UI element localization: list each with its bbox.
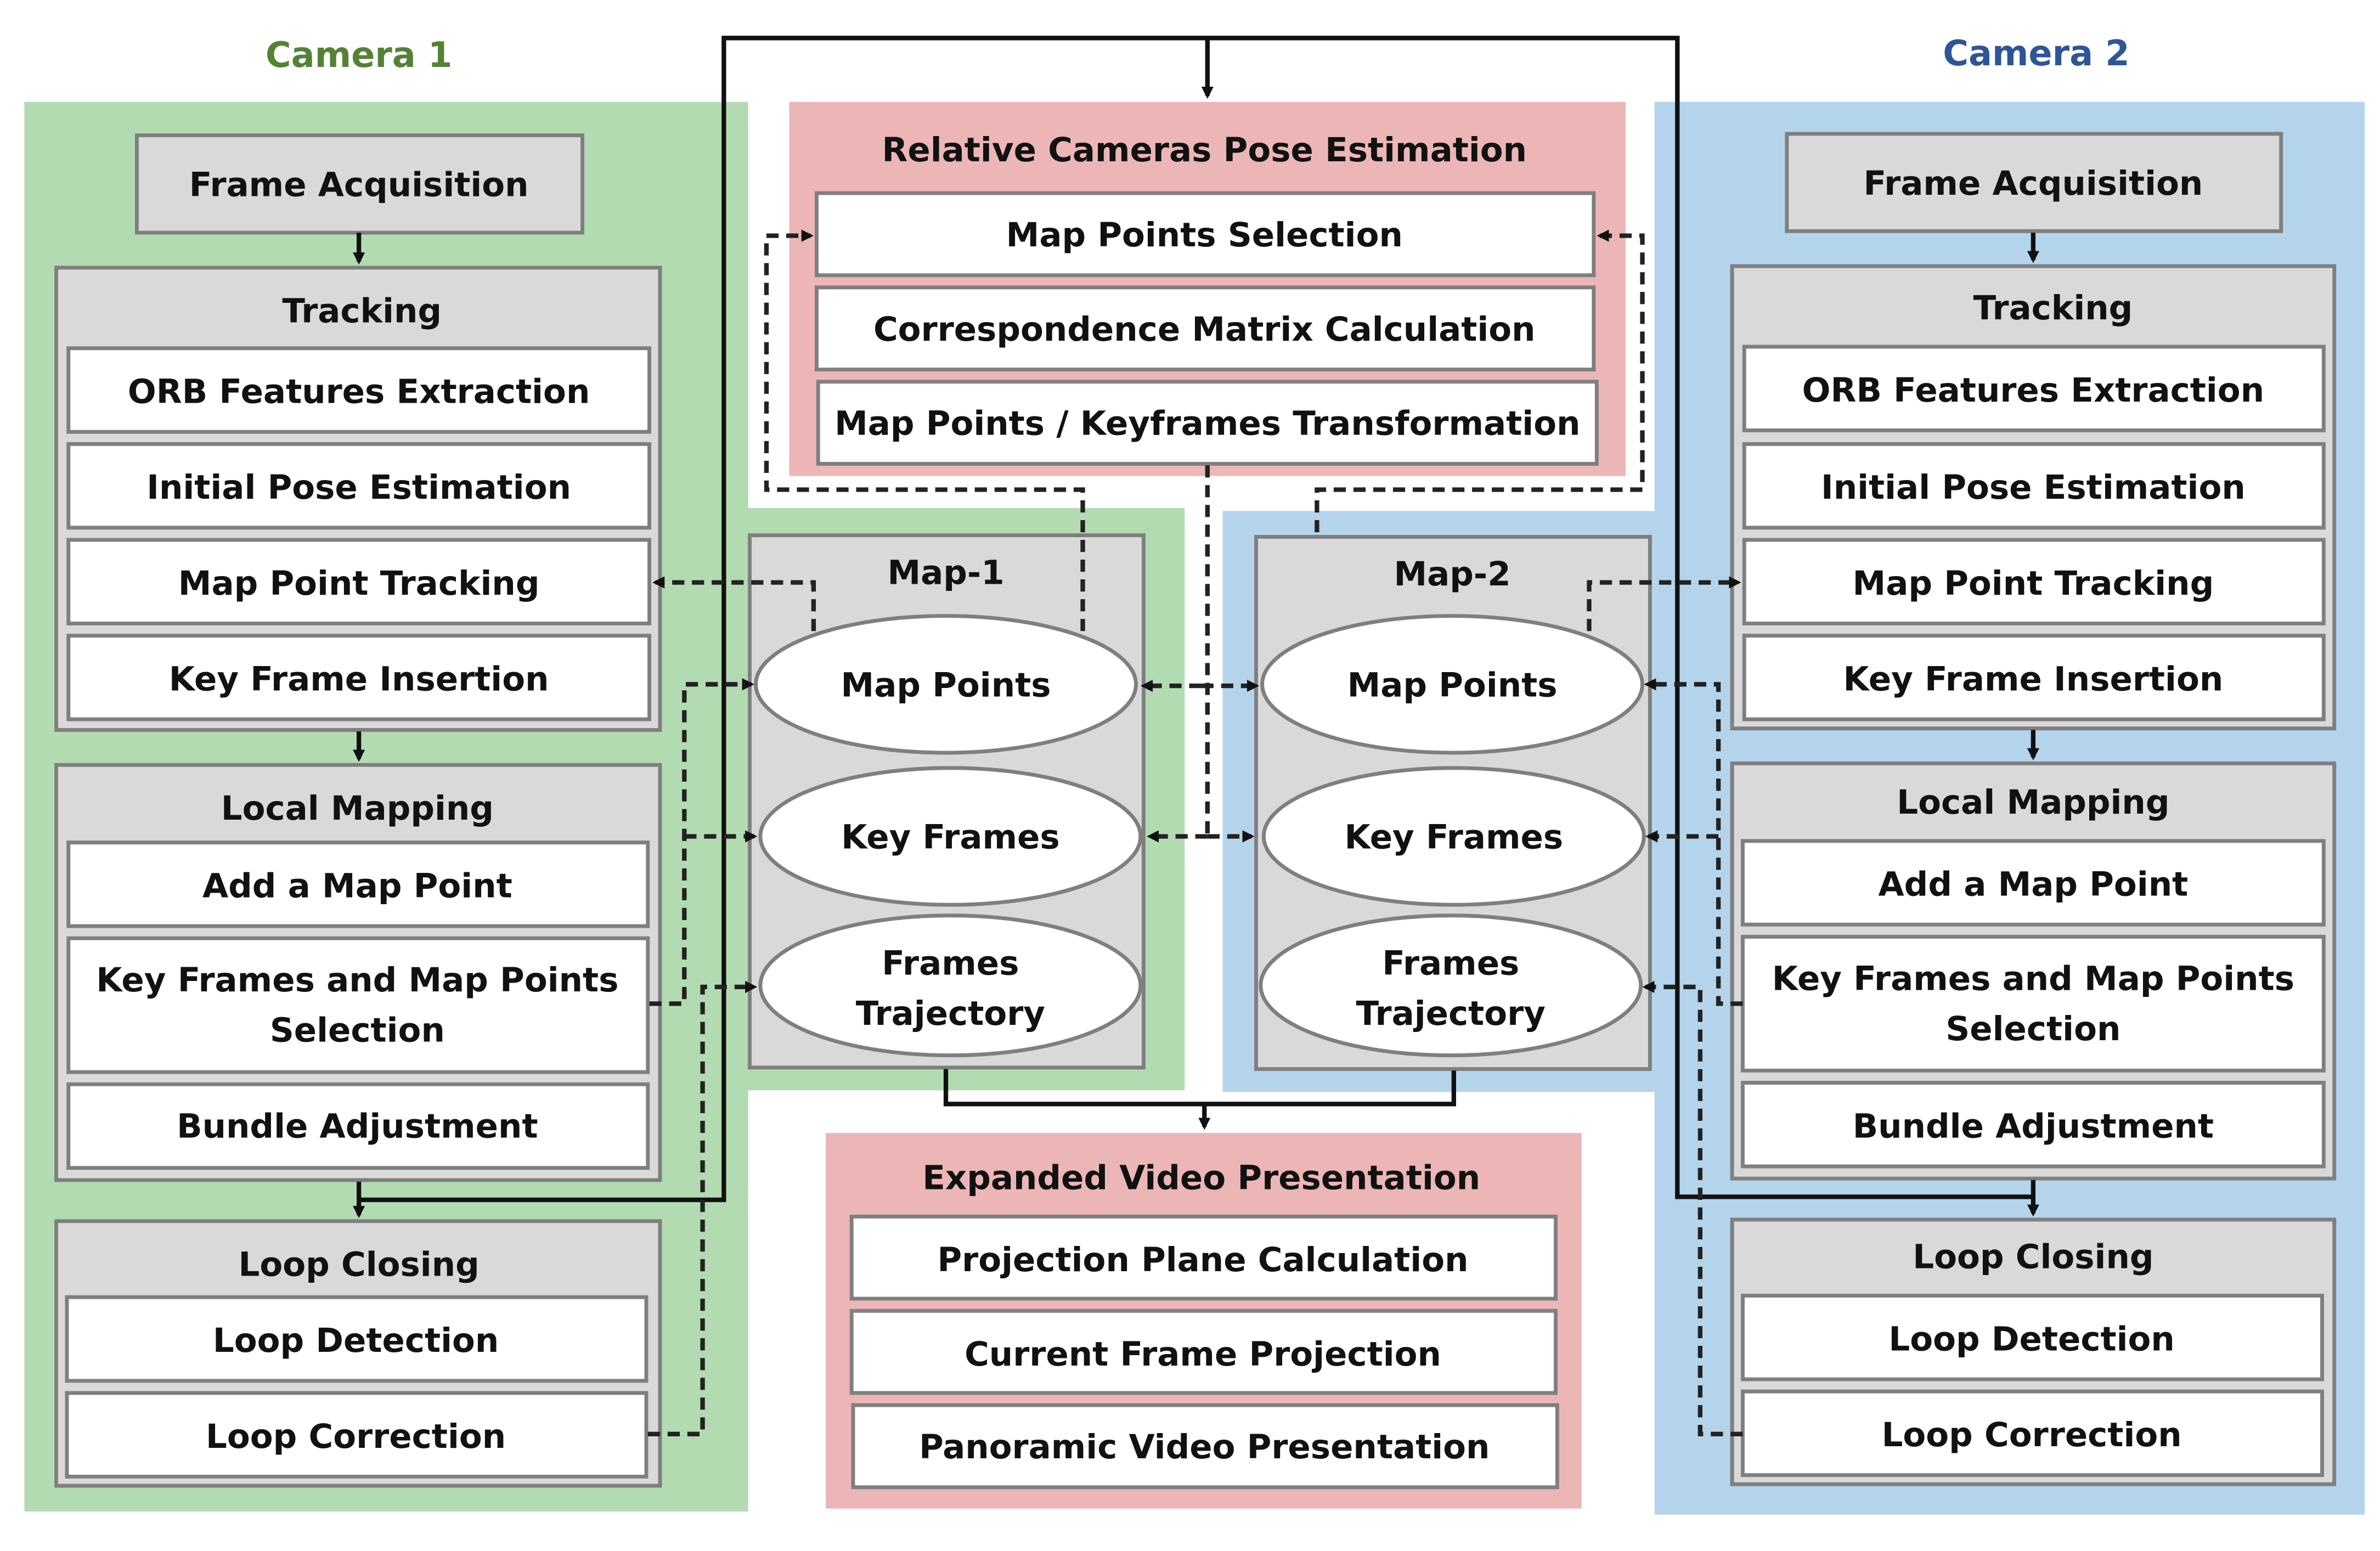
transformation-label: Map Points / Keyframes Transformation — [834, 404, 1580, 443]
camera1-frame-acquisition-box — [134, 133, 585, 235]
camera2-orb-label: ORB Features Extraction — [1802, 371, 2264, 410]
camera2-tracking-title: Tracking — [1973, 289, 2133, 328]
map2-map-points-node — [1260, 614, 1645, 755]
camera1-bundle-adjustment-box — [66, 1082, 650, 1170]
camera1-kf-mp-selection-box — [66, 936, 650, 1074]
loop-closing-to-pose-estimation-line — [359, 36, 2033, 1203]
maps-to-video-arrow — [943, 1069, 1456, 1127]
camera1-title: Camera 1 — [266, 35, 452, 76]
map2-map-points-label: Map Points — [1347, 665, 1558, 704]
panoramic-video-label: Panoramic Video Presentation — [919, 1428, 1490, 1467]
camera2-kf-mp-selection-box — [1741, 934, 2326, 1073]
map1-to-map-points-selection-arrow — [764, 229, 1085, 631]
transformation-to-keyframes-arrow — [1149, 465, 1210, 836]
pose-estimation-title: Relative Cameras Pose Estimation — [882, 131, 1527, 170]
map2-key-frames-label: Key Frames — [1345, 818, 1564, 857]
camera1-initial-pose-label: Initial Pose Estimation — [146, 468, 571, 507]
camera1-orb-box — [66, 346, 652, 434]
map1-trajectory-label: Trajectory — [856, 994, 1045, 1033]
current-frame-projection-box — [849, 1309, 1558, 1395]
map2-key-frames-node — [1261, 766, 1646, 907]
camera2-orb-box — [1742, 345, 2326, 432]
camera1-loop-detection-box — [65, 1295, 648, 1383]
camera1-loop-correction-box — [65, 1391, 648, 1479]
map2-frames-trajectory-node — [1259, 913, 1643, 1058]
camera2-frame-acquisition-box — [1785, 132, 2283, 233]
camera2-kf-mp-selection-line1: Key Frames and Map Points — [1772, 959, 2294, 998]
camera2-loop-detection-box — [1741, 1294, 2325, 1381]
camera2-frame-acquisition-label: Frame Acquisition — [1863, 164, 2203, 203]
projection-plane-box — [849, 1214, 1558, 1301]
camera2-loop-to-trajectory-arrow — [1642, 980, 1743, 1436]
map1-frames-label: Frames — [882, 944, 1019, 983]
camera1-add-map-point-label: Add a Map Point — [202, 866, 512, 905]
camera2-title: Camera 2 — [1943, 33, 2129, 74]
camera2-add-map-point-box — [1741, 839, 2326, 927]
panoramic-video-box — [851, 1403, 1559, 1490]
camera1-loop-to-trajectory-arrow — [647, 980, 758, 1436]
camera1-kf-mp-selection-line1: Key Frames and Map Points — [96, 961, 618, 1000]
map2-to-map-points-selection-arrow — [1315, 229, 1645, 533]
camera2-initial-pose-box — [1742, 442, 2326, 530]
camera1-loop-closing-title: Loop Closing — [239, 1245, 480, 1284]
camera1-add-map-point-box — [66, 841, 650, 928]
transformation-box — [816, 380, 1599, 466]
camera2-bundle-adjustment-label: Bundle Adjustment — [1853, 1107, 2214, 1146]
correspondence-matrix-box — [814, 285, 1596, 372]
camera1-initial-pose-box — [66, 442, 652, 530]
current-frame-projection-label: Current Frame Projection — [965, 1335, 1441, 1374]
camera1-key-frame-insertion-label: Key Frame Insertion — [169, 659, 549, 698]
map1-frames-trajectory-node — [758, 913, 1143, 1058]
camera1-kf-mp-selection-line2: Selection — [270, 1011, 445, 1050]
map1-map-points-label: Map Points — [841, 665, 1051, 704]
camera1-map-point-tracking-box — [66, 538, 652, 625]
camera2-loop-detection-label: Loop Detection — [1888, 1319, 2174, 1358]
camera1-local-mapping-title: Local Mapping — [221, 789, 494, 828]
map1-title: Map-1 — [887, 553, 1004, 592]
camera2-add-map-point-label: Add a Map Point — [1879, 865, 2189, 904]
map2-to-camera2-tracking-arrow — [1587, 576, 1741, 631]
map1-to-camera1-tracking-arrow — [652, 576, 816, 631]
camera2-bundle-adjustment-box — [1741, 1081, 2326, 1169]
camera2-key-frame-insertion-box — [1742, 634, 2326, 721]
map2-trajectory-label: Trajectory — [1356, 994, 1546, 1033]
map2-title: Map-2 — [1394, 555, 1510, 594]
camera1-orb-label: ORB Features Extraction — [128, 373, 590, 411]
map1-map-points-node — [754, 614, 1138, 755]
camera2-key-frame-insertion-label: Key Frame Insertion — [1843, 659, 2224, 698]
camera2-initial-pose-label: Initial Pose Estimation — [1821, 468, 2246, 507]
camera2-local-mapping-title: Local Mapping — [1897, 783, 2169, 822]
map-points-selection-label: Map Points Selection — [1006, 216, 1403, 255]
map2-frames-label: Frames — [1382, 944, 1519, 983]
map1-key-frames-label: Key Frames — [841, 818, 1060, 857]
camera2-loop-closing-title: Loop Closing — [1913, 1238, 2153, 1277]
map-points-selection-box — [814, 191, 1596, 278]
dashed-data-arrows — [647, 229, 1743, 1436]
camera2-loop-correction-box — [1741, 1389, 2325, 1477]
camera1-tracking-title: Tracking — [282, 292, 442, 331]
correspondence-matrix-label: Correspondence Matrix Calculation — [873, 310, 1536, 349]
solid-flow-arrows — [353, 36, 2039, 1219]
camera1-loop-correction-label: Loop Correction — [206, 1417, 506, 1456]
camera2-map-point-tracking-label: Map Point Tracking — [1853, 564, 2214, 603]
camera1-map-point-tracking-label: Map Point Tracking — [178, 564, 540, 603]
camera1-loop-detection-label: Loop Detection — [213, 1321, 499, 1360]
camera1-bundle-adjustment-label: Bundle Adjustment — [177, 1107, 538, 1146]
projection-plane-label: Projection Plane Calculation — [937, 1240, 1468, 1279]
camera2-loop-correction-label: Loop Correction — [1882, 1415, 2182, 1454]
camera1-key-frame-insertion-box — [66, 634, 652, 721]
camera2-kf-mp-selection-line2: Selection — [1945, 1009, 2120, 1048]
camera1-frame-acquisition-label: Frame Acquisition — [189, 166, 529, 205]
camera2-mapping-to-map-points-arrow — [1644, 678, 1743, 1006]
camera2-map-point-tracking-box — [1742, 538, 2326, 625]
video-title: Expanded Video Presentation — [922, 1159, 1480, 1198]
